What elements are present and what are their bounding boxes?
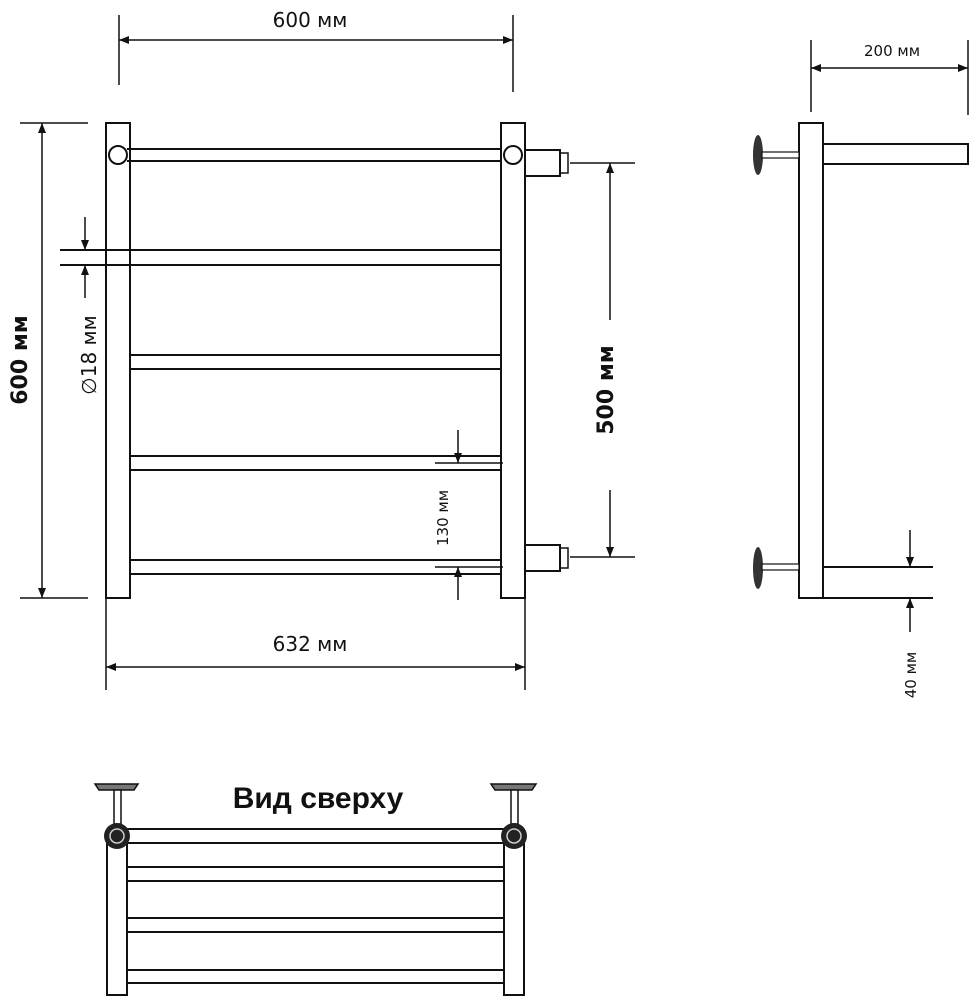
depth-label: 200 мм [864,42,920,60]
top-view-bars [118,828,513,984]
top-wall-bracket [753,135,800,175]
crossbars [60,148,501,575]
top-view-left-bracket [93,783,140,849]
connection-distance-label: 500 мм [594,345,619,435]
bottom-offset-label: 40 мм [902,652,920,699]
width-top-label: 600 мм [273,8,348,32]
bottom-connector [525,544,569,572]
left-post [105,122,131,599]
top-view: Вид сверху [93,782,538,996]
right-post [500,122,526,599]
height-left-label: 600 мм [8,315,33,405]
top-view-right-post [503,839,525,996]
top-connector [525,149,569,177]
side-view: 200 мм 40 мм [753,40,969,699]
top-view-left-post [106,839,128,996]
front-view: 600 мм 600 мм ∅18 мм 500 мм 130 мм 632 м… [8,8,635,690]
top-view-title: Вид сверху [233,782,404,815]
top-left-joint [108,145,128,165]
top-arm [822,143,969,165]
top-right-joint [503,145,523,165]
top-view-right-bracket [489,783,538,849]
bar-spacing-label: 130 мм [434,490,452,546]
width-overall-label: 632 мм [273,632,348,656]
side-post [798,122,824,599]
tube-diameter-label: ∅18 мм [77,315,101,394]
bottom-wall-bracket [753,547,800,589]
